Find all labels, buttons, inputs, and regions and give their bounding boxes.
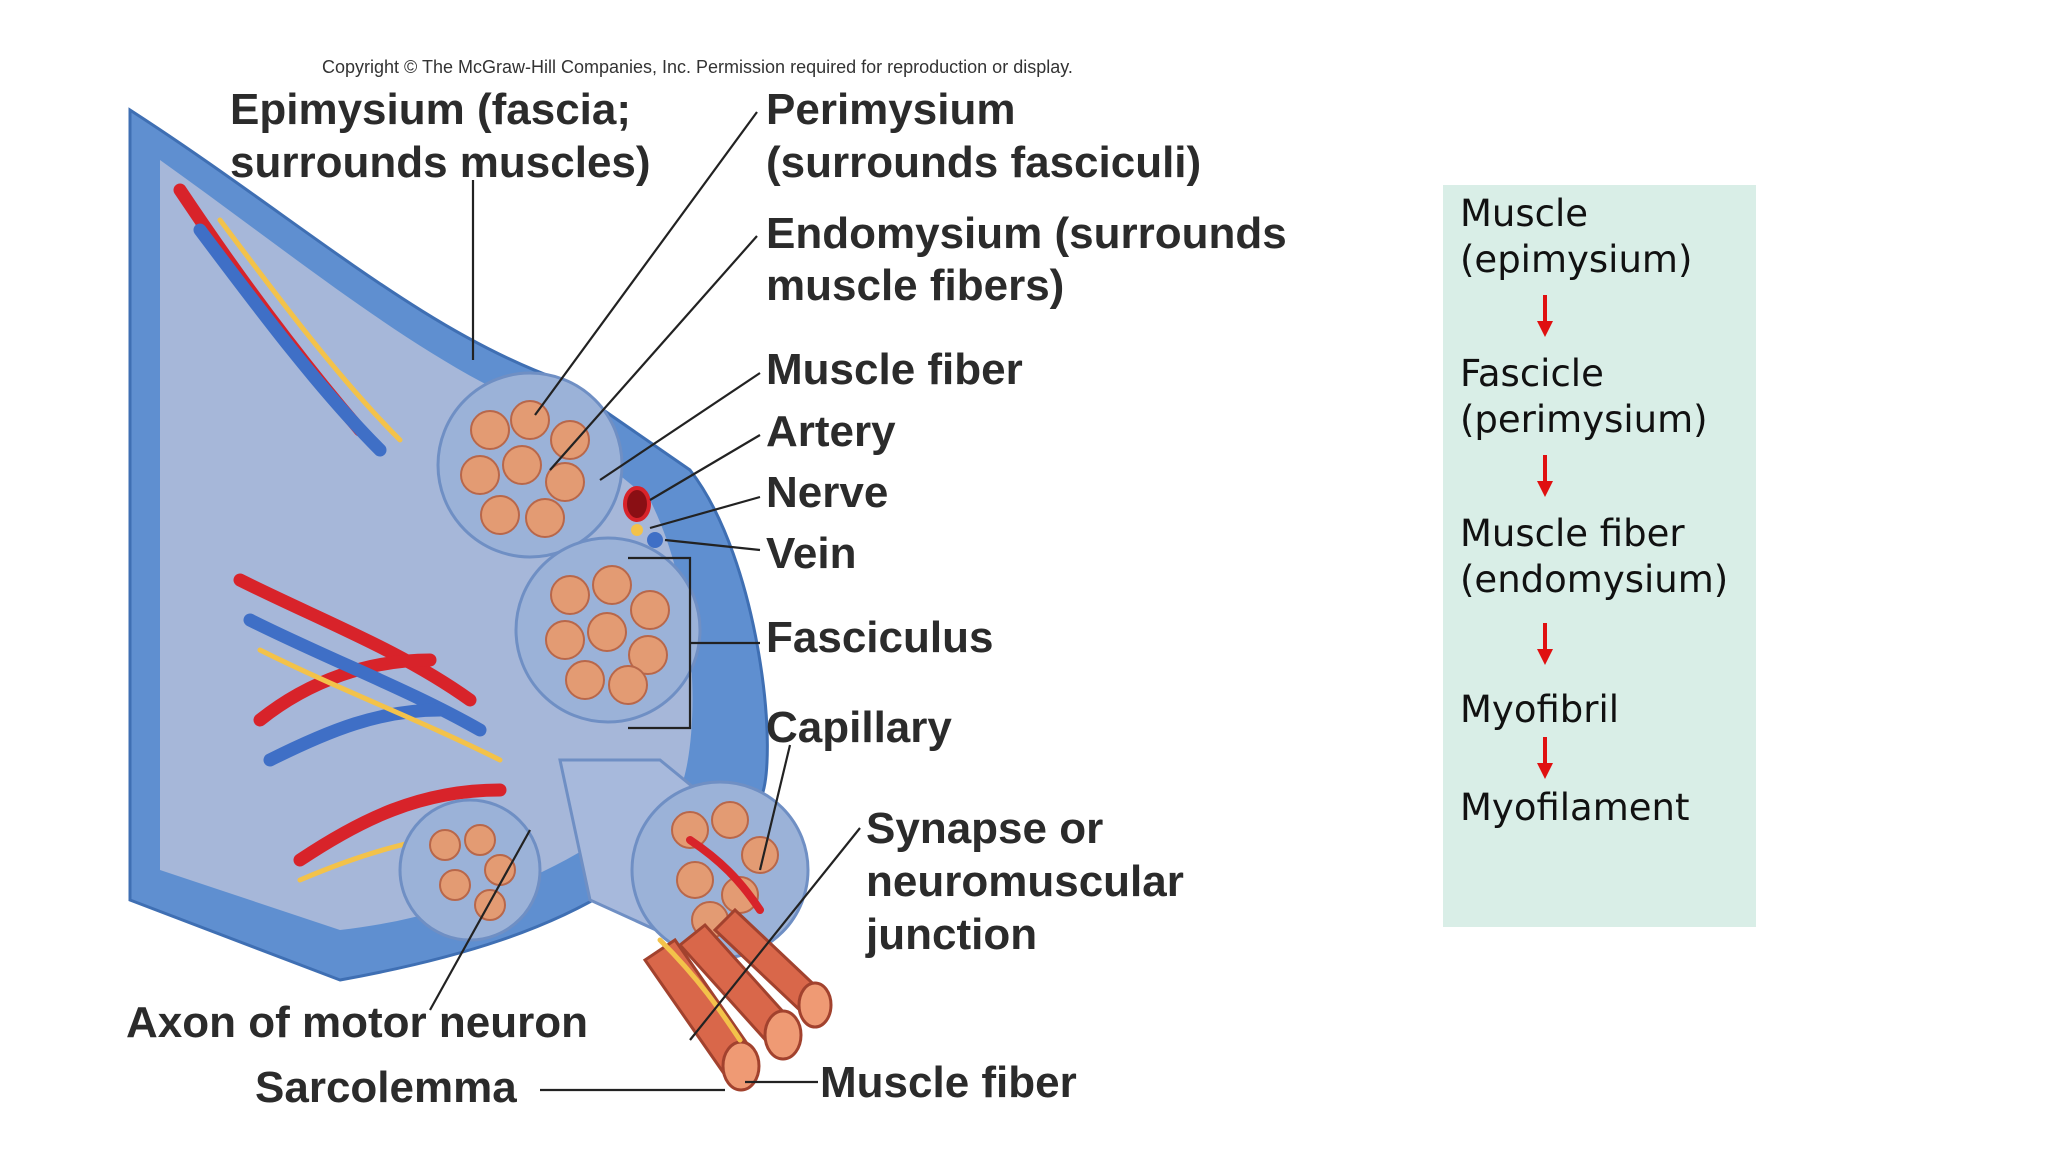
summary-step-myofilament-title: Myofilament (1460, 786, 1690, 829)
summary-step-myofibril-title: Myofibril (1460, 688, 1620, 731)
summary-step-myofibril: Myofibril (1460, 687, 1756, 733)
summary-step-fascicle-sheath: (perimysium) (1460, 398, 1708, 441)
summary-step-fascicle-title: Fascicle (1460, 352, 1604, 395)
summary-step-fascicle: Fascicle (perimysium) (1460, 351, 1756, 443)
summary-step-muscle-fiber-title: Muscle fiber (1460, 512, 1685, 555)
diagram-labels: Epimysium (fascia; surrounds muscles) Pe… (126, 85, 1287, 1112)
leader-lines (429, 111, 861, 1092)
label-nerve: Nerve (766, 468, 888, 517)
nerve-cross-section (631, 524, 643, 536)
label-epimysium-line2: surrounds muscles) (230, 138, 651, 187)
label-epimysium-line1: Epimysium (fascia; (230, 85, 631, 134)
label-vein: Vein (766, 529, 857, 578)
label-fasciculus: Fasciculus (766, 613, 993, 662)
label-muscle-fiber-top: Muscle fiber (766, 345, 1023, 394)
label-sarcolemma: Sarcolemma (255, 1063, 517, 1112)
summary-step-muscle-sheath: (epimysium) (1460, 238, 1693, 281)
label-capillary: Capillary (766, 703, 952, 752)
copyright-notice: Copyright © The McGraw-Hill Companies, I… (322, 57, 1073, 77)
fascicle-lower (398, 798, 542, 942)
fascicle-middle (514, 536, 702, 724)
label-synapse-line1: Synapse or (866, 804, 1103, 853)
extended-fascicle (558, 758, 810, 960)
muscle-fibers (642, 907, 833, 1092)
vein-cross-section (647, 532, 663, 548)
label-axon: Axon of motor neuron (126, 998, 588, 1047)
summary-step-muscle: Muscle (epimysium) (1460, 191, 1756, 283)
label-perimysium-line1: Perimysium (766, 85, 1015, 134)
muscle-illustration (128, 107, 833, 1092)
summary-step-myofilament: Myofilament (1460, 785, 1756, 831)
label-artery: Artery (766, 407, 896, 456)
summary-step-muscle-fiber-sheath: (endomysium) (1460, 558, 1729, 601)
label-synapse-line3: junction (865, 910, 1037, 959)
down-arrow-icon (1537, 737, 1553, 781)
label-synapse-line2: neuromuscular (866, 857, 1184, 906)
blood-vessels (173, 183, 523, 883)
label-endomysium-line1: Endomysium (surrounds (766, 209, 1287, 258)
label-endomysium-line2: muscle fibers) (766, 261, 1064, 310)
label-muscle-fiber-bottom: Muscle fiber (820, 1058, 1077, 1107)
artery-cross-section (623, 486, 651, 522)
label-perimysium-line2: (surrounds fasciculi) (766, 138, 1201, 187)
down-arrow-icon (1537, 623, 1553, 667)
summary-step-muscle-title: Muscle (1460, 192, 1589, 235)
fascicle-upper (436, 371, 624, 559)
hierarchy-summary-box: Muscle (epimysium) Fascicle (perimysium)… (1443, 185, 1756, 927)
summary-step-muscle-fiber: Muscle fiber (endomysium) (1460, 511, 1756, 603)
down-arrow-icon (1537, 455, 1553, 499)
down-arrow-icon (1537, 295, 1553, 339)
